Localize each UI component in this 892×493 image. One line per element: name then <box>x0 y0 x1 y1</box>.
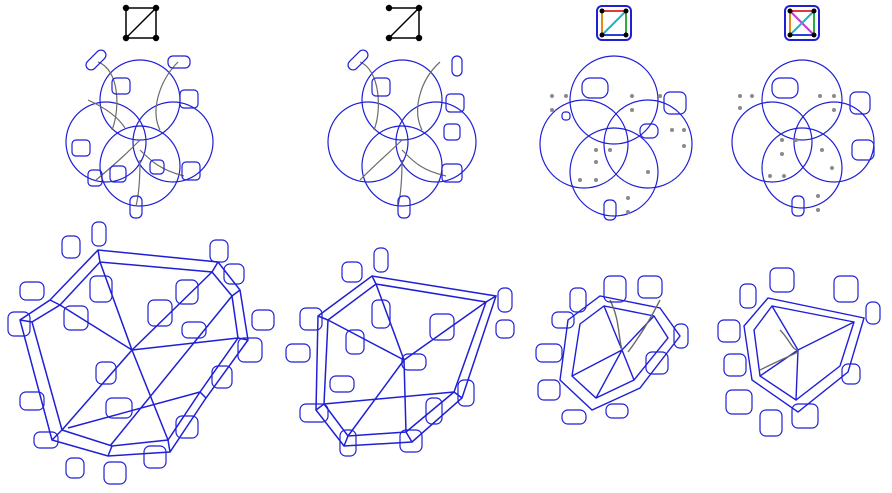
top-graph-3 <box>596 5 632 41</box>
polytope-labels-2 <box>285 247 515 457</box>
column-3 <box>535 5 693 425</box>
column-2 <box>285 4 515 457</box>
venn-diagram-1 <box>65 59 214 207</box>
venn-labels-1 <box>71 49 201 219</box>
venn-diagram-2 <box>327 59 477 207</box>
polytope-1 <box>19 249 249 457</box>
polytope-4 <box>743 297 865 413</box>
polytope-labels-3 <box>535 275 689 425</box>
polytope-labels-1 <box>7 221 275 485</box>
venn-diagram-4 <box>731 59 875 217</box>
venn-labels-2 <box>347 49 465 219</box>
venn-dots-4 <box>738 94 836 212</box>
venn-dots-3 <box>550 94 686 214</box>
column-4 <box>717 5 881 437</box>
venn-diagram-3 <box>539 55 693 221</box>
top-graph-1 <box>122 4 160 42</box>
polytope-3 <box>559 295 681 411</box>
top-graph-4 <box>784 5 820 41</box>
top-graph-2 <box>385 4 423 42</box>
column-1 <box>7 4 275 485</box>
polytope-2 <box>315 275 497 447</box>
polytope-labels-4 <box>717 267 881 437</box>
